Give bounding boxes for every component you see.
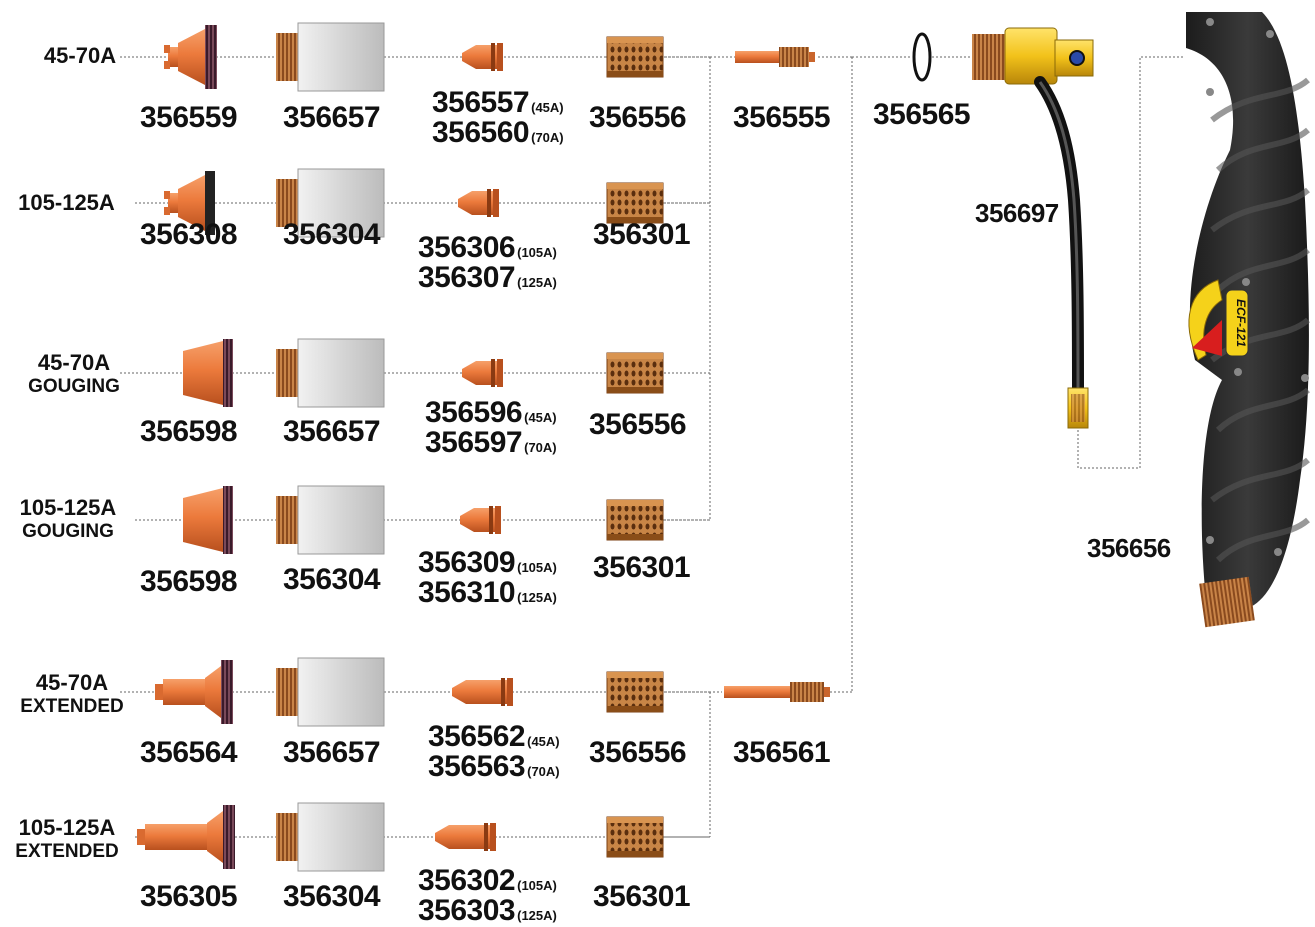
swirl-ring xyxy=(607,672,663,712)
handle-badge-text: ECF-121 xyxy=(1234,299,1248,347)
handle-screw xyxy=(1206,536,1214,544)
swirl-ring xyxy=(607,37,663,77)
handle-thread xyxy=(1199,577,1255,628)
part-number-retaining-cap: 356304 xyxy=(283,565,380,595)
nozzle-tip xyxy=(458,189,499,217)
nozzle-tip xyxy=(462,43,503,71)
part-number-torch-head: 356697 xyxy=(975,200,1059,226)
part-number-retaining-cap: 356657 xyxy=(283,738,380,768)
o-ring xyxy=(914,34,930,80)
part-number-swirl-ring: 356301 xyxy=(593,220,690,250)
part-number-tip: 356306(105A) 356307(125A) xyxy=(418,233,557,293)
retaining-cap xyxy=(276,486,384,554)
nozzle-tip xyxy=(435,823,496,851)
row-label-1: 45-70A xyxy=(30,45,130,67)
nozzle-tip xyxy=(460,506,501,534)
handle-screw xyxy=(1301,374,1309,382)
part-number-swirl-ring: 356301 xyxy=(593,882,690,912)
part-number-tip: 356309(105A) 356310(125A) xyxy=(418,548,557,608)
part-number-standard-electrode: 356555 xyxy=(733,103,830,133)
handle-screw xyxy=(1206,88,1214,96)
dotted-connector-lines xyxy=(120,57,1185,837)
swirl-ring xyxy=(607,817,663,857)
part-number-swirl-ring: 356301 xyxy=(593,553,690,583)
part-number-nozzle-shield: 356598 xyxy=(140,567,237,597)
electrode xyxy=(724,682,830,702)
part-number-swirl-ring: 356556 xyxy=(589,410,686,440)
torch-head xyxy=(972,28,1093,428)
nozzle-shield xyxy=(164,25,217,89)
retaining-cap xyxy=(276,803,384,871)
part-number-extended-electrode: 356561 xyxy=(733,738,830,768)
extended-shield xyxy=(137,805,235,869)
handle-screw xyxy=(1234,368,1242,376)
swirl-ring xyxy=(607,353,663,393)
retaining-cap xyxy=(276,339,384,407)
part-number-tip: 356596(45A) 356597(70A) xyxy=(425,398,557,458)
torch-handle: ECF-121 xyxy=(1186,12,1309,627)
part-number-swirl-ring: 356556 xyxy=(589,738,686,768)
part-number-tip: 356557(45A) 356560(70A) xyxy=(432,88,564,148)
part-number-swirl-ring: 356556 xyxy=(589,103,686,133)
part-number-nozzle-shield: 356598 xyxy=(140,417,237,447)
gouging-shield xyxy=(183,339,233,407)
electrode xyxy=(735,47,815,67)
extended-shield xyxy=(155,660,233,724)
row-label-2: 105-125A xyxy=(4,192,129,214)
nozzle-tip xyxy=(462,359,503,387)
part-number-nozzle-shield: 356564 xyxy=(140,738,237,768)
part-number-retaining-cap: 356304 xyxy=(283,882,380,912)
gouging-shield xyxy=(183,486,233,554)
part-number-retaining-cap: 356657 xyxy=(283,103,380,133)
part-number-nozzle-shield: 356305 xyxy=(140,882,237,912)
retaining-cap xyxy=(276,658,384,726)
part-number-tip: 356302(105A) 356303(125A) xyxy=(418,866,557,926)
part-number-torch-handle: 356656 xyxy=(1087,535,1171,561)
part-number-retaining-cap: 356657 xyxy=(283,417,380,447)
retaining-cap xyxy=(276,23,384,91)
part-number-nozzle-shield: 356308 xyxy=(140,220,237,250)
part-number-nozzle-shield: 356559 xyxy=(140,103,237,133)
handle-screw xyxy=(1274,548,1282,556)
handle-screw xyxy=(1266,30,1274,38)
part-number-tip: 356562(45A) 356563(70A) xyxy=(428,722,560,782)
swirl-ring xyxy=(607,183,663,223)
part-number-retaining-cap: 356304 xyxy=(283,220,380,250)
handle-screw xyxy=(1242,278,1250,286)
nozzle-tip xyxy=(452,678,513,706)
handle-screw xyxy=(1206,18,1214,26)
swirl-ring xyxy=(607,500,663,540)
part-number-o-ring: 356565 xyxy=(873,100,970,130)
